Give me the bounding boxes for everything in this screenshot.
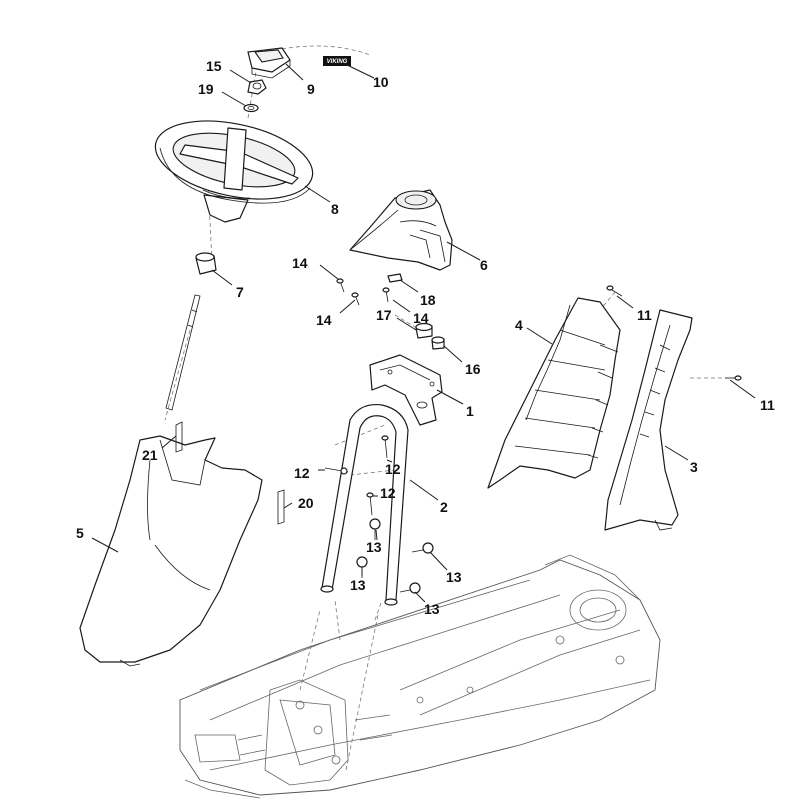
callout-3: 3: [690, 459, 698, 475]
callout-21: 21: [142, 447, 158, 463]
clip-21[interactable]: [175, 421, 183, 453]
callout-13-a: 13: [366, 539, 382, 555]
callout-13-d: 13: [424, 601, 440, 617]
callout-5: 5: [76, 525, 84, 541]
callout-labels: 15 19 9 10 8 6 7 14 14 14 18 17 16 1 4 1…: [76, 58, 775, 617]
bolt-13-a[interactable]: [369, 518, 381, 540]
chassis-frame: [179, 554, 661, 799]
callout-7: 7: [236, 284, 244, 300]
steering-bushing[interactable]: [195, 252, 217, 275]
washer[interactable]: [243, 103, 259, 113]
side-panel-right[interactable]: [604, 309, 693, 531]
callout-12-middle: 12: [380, 485, 396, 501]
callout-14-lower: 14: [316, 312, 332, 328]
nut[interactable]: [247, 79, 267, 95]
callout-18: 18: [420, 292, 436, 308]
steering-shaft: [165, 294, 201, 411]
front-hood-cover[interactable]: [79, 435, 263, 667]
screw-14-right[interactable]: [382, 287, 390, 303]
callout-1: 1: [466, 403, 474, 419]
screw-12-middle[interactable]: [366, 492, 374, 516]
viking-decal: VIKING: [323, 56, 351, 66]
decal-text: VIKING: [327, 59, 348, 65]
screw-12-left[interactable]: [324, 467, 349, 475]
bolt-13-d[interactable]: [399, 582, 421, 594]
callout-11-top: 11: [637, 307, 652, 323]
decal-badge: [323, 56, 351, 66]
grommet-17[interactable]: [415, 322, 433, 339]
callout-19: 19: [198, 81, 214, 97]
callout-12-upper: 12: [385, 461, 401, 477]
grommet-16[interactable]: [431, 336, 445, 350]
callout-14-right: 14: [413, 310, 429, 326]
callout-12-left: 12: [294, 465, 310, 481]
callout-20: 20: [298, 495, 314, 511]
callout-13-b: 13: [446, 569, 462, 585]
callout-11-right: 11: [760, 397, 775, 413]
screw-14-lower[interactable]: [351, 292, 360, 306]
steering-wheel-cap[interactable]: [247, 47, 291, 79]
steering-wheel[interactable]: [148, 108, 319, 223]
bolt-13-b[interactable]: [411, 542, 434, 554]
callout-17: 17: [376, 307, 392, 323]
screw-11-top[interactable]: [606, 285, 623, 297]
callout-6: 6: [480, 257, 488, 273]
clip-18[interactable]: [387, 273, 403, 283]
steering-support-tube[interactable]: [320, 403, 409, 606]
callout-9: 9: [307, 81, 315, 97]
callout-leaders: [91, 63, 756, 603]
callout-8: 8: [331, 201, 339, 217]
callout-4: 4: [515, 317, 523, 333]
side-panel-left[interactable]: [487, 297, 621, 489]
callout-16: 16: [465, 361, 481, 377]
callout-2: 2: [440, 499, 448, 515]
screw-14-left[interactable]: [336, 278, 345, 293]
screw-11-right[interactable]: [725, 375, 742, 381]
callout-14-left: 14: [292, 255, 308, 271]
clip-20[interactable]: [277, 489, 285, 525]
screw-12-upper[interactable]: [381, 435, 389, 459]
callout-13-c: 13: [350, 577, 366, 593]
steering-bracket[interactable]: [369, 354, 443, 426]
callout-15: 15: [206, 58, 222, 74]
callout-10: 10: [373, 74, 389, 90]
dashboard-cover[interactable]: [349, 189, 453, 271]
